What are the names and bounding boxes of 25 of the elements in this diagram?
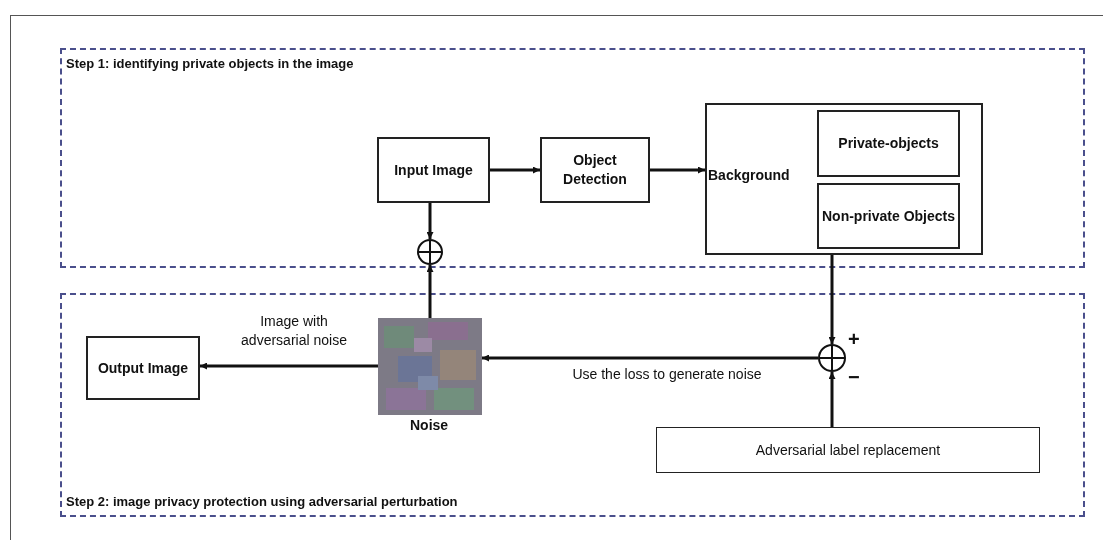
box-label: Background	[708, 167, 790, 183]
sign-label: −	[848, 366, 860, 389]
process-box: Output Image	[86, 336, 200, 400]
sign-label: +	[848, 328, 860, 351]
summation-circle	[818, 344, 846, 372]
step-heading: Step 2: image privacy protection using adversarial perturbation	[66, 494, 458, 509]
process-box: Non-private Objects	[817, 183, 960, 249]
process-box: Adversarial label replacement	[656, 427, 1040, 473]
arrow	[828, 372, 836, 427]
arrow	[426, 203, 434, 239]
arrow	[426, 265, 434, 318]
summation-circle	[417, 239, 443, 265]
picture	[378, 318, 482, 415]
process-box: Private-objects	[817, 110, 960, 177]
arrow	[482, 354, 818, 362]
step-heading: Step 1: identifying private objects in the image	[66, 56, 354, 71]
container-box	[705, 103, 983, 255]
process-box: Input Image	[377, 137, 490, 203]
arrow	[200, 362, 378, 370]
arrow	[650, 166, 705, 174]
dashed-region	[60, 48, 1085, 268]
process-box: Object Detection	[540, 137, 650, 203]
picture-caption: Noise	[410, 417, 449, 433]
arrow	[828, 255, 836, 344]
arrow	[490, 166, 540, 174]
